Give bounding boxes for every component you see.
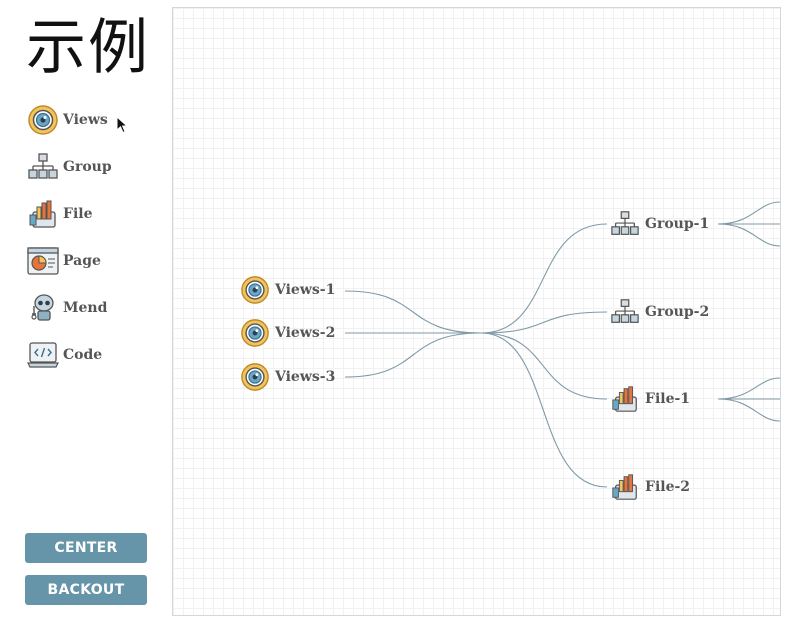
link-hub-file1 xyxy=(480,332,608,400)
link-file1-out xyxy=(717,377,780,400)
graph-node-views-2[interactable]: Views-2 xyxy=(239,317,335,349)
node-label: Group-2 xyxy=(645,304,710,320)
file-chart-icon xyxy=(609,383,641,415)
laptop-code-icon xyxy=(26,338,60,372)
graph-node-file-2[interactable]: File-2 xyxy=(609,471,690,503)
palette-item-file[interactable]: File xyxy=(26,190,156,237)
eye-target-icon xyxy=(239,274,271,306)
center-button[interactable]: CENTER xyxy=(25,533,147,563)
eye-target-icon xyxy=(26,103,60,137)
mouse-cursor-icon xyxy=(116,116,129,134)
graph-links xyxy=(344,201,780,488)
eye-target-icon xyxy=(239,361,271,393)
link-file1-out xyxy=(717,398,780,422)
link-views1-hub xyxy=(344,290,482,334)
page-chart-icon xyxy=(26,244,60,278)
file-chart-icon xyxy=(609,471,641,503)
node-label: File-2 xyxy=(645,479,691,495)
node-label: File-1 xyxy=(645,391,691,407)
hierarchy-icon xyxy=(26,150,60,184)
node-label: Group-1 xyxy=(645,216,710,232)
graph-node-group-2[interactable]: Group-2 xyxy=(609,296,709,328)
graph-node-views-3[interactable]: Views-3 xyxy=(239,361,335,393)
backout-button[interactable]: BACKOUT xyxy=(25,575,147,605)
palette-item-mend[interactable]: Mend xyxy=(26,284,156,331)
palette-item-code[interactable]: Code xyxy=(26,331,156,378)
node-label: Views-1 xyxy=(275,282,336,298)
graph-node-group-1[interactable]: Group-1 xyxy=(609,208,709,240)
hierarchy-icon xyxy=(609,296,641,328)
node-label: Views-3 xyxy=(275,369,336,385)
palette-item-label: Code xyxy=(63,346,103,363)
palette-item-label: Group xyxy=(63,158,112,175)
palette-item-page[interactable]: Page xyxy=(26,237,156,284)
palette-item-label: Mend xyxy=(63,299,108,316)
node-palette: Views Group File xyxy=(26,96,156,378)
graph-node-views-1[interactable]: Views-1 xyxy=(239,274,335,306)
page-title: 示例 xyxy=(26,13,150,83)
link-hub-group1 xyxy=(480,223,608,334)
link-views3-hub xyxy=(344,332,482,378)
robot-icon xyxy=(26,291,60,325)
palette-item-views[interactable]: Views xyxy=(26,96,156,143)
eye-target-icon xyxy=(239,317,271,349)
graph-canvas[interactable]: Views-1 Views-2 Views-3 xyxy=(172,7,781,616)
graph-node-file-1[interactable]: File-1 xyxy=(609,383,690,415)
node-label: Views-2 xyxy=(275,325,336,341)
link-hub-group2 xyxy=(480,311,608,334)
link-group1-out xyxy=(717,201,780,225)
palette-item-label: File xyxy=(63,205,93,222)
palette-item-label: Page xyxy=(63,252,101,269)
link-group1-out xyxy=(717,223,780,247)
file-chart-icon xyxy=(26,197,60,231)
palette-item-group[interactable]: Group xyxy=(26,143,156,190)
hierarchy-icon xyxy=(609,208,641,240)
palette-item-label: Views xyxy=(63,111,108,128)
link-hub-file2 xyxy=(480,332,608,488)
